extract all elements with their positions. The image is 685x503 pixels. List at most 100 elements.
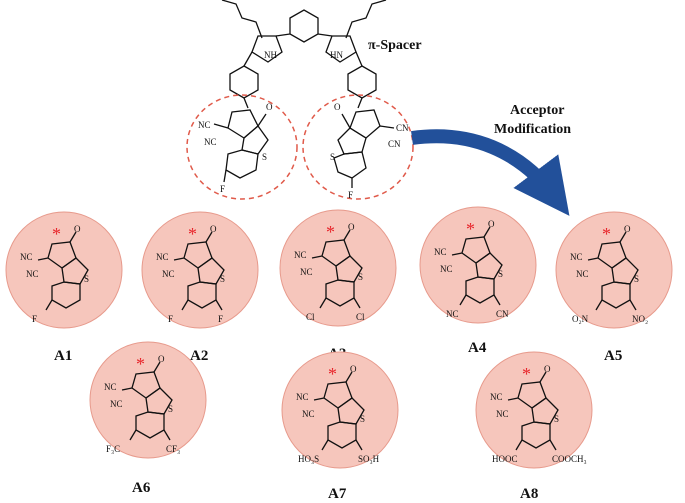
nc-label-2: NC — [576, 269, 589, 279]
red-star: * — [466, 219, 475, 239]
core-acceptor-right-pentagon — [349, 109, 381, 139]
core-cn-2: CN — [388, 139, 401, 149]
benzo-ring — [465, 276, 495, 304]
thiophene-s-label: S — [498, 269, 503, 279]
nc-label-1: NC — [104, 382, 117, 392]
thiophene-s-label: S — [554, 414, 559, 424]
acceptor-circle — [141, 211, 259, 329]
core-acceptor-right-thiophene — [337, 127, 367, 155]
thiophene-ring — [475, 252, 503, 280]
dashed-highlight-right — [302, 94, 414, 200]
acceptor-id-label: A5 — [604, 348, 622, 364]
nc-label-1: NC — [570, 252, 583, 262]
thiophene-s-label: S — [358, 272, 363, 282]
benzo-ring — [187, 281, 217, 309]
substituent-1: F₃C — [106, 444, 120, 454]
core-s-left: S — [262, 152, 267, 162]
nc-label-1: NC — [434, 247, 447, 257]
acceptor-structure — [311, 229, 363, 309]
substituent-1: F — [32, 314, 37, 324]
carbonyl-o-label: O — [74, 224, 81, 234]
thiophene-s-label: S — [360, 414, 365, 424]
carbonyl-o-label: O — [158, 354, 165, 364]
substituent-1: F — [168, 314, 173, 324]
substituent-2: CN — [496, 309, 509, 319]
benzo-ring — [521, 421, 551, 449]
substituent-1: O₂N — [572, 314, 589, 324]
benzo-ring — [327, 421, 357, 449]
substituent-2: COOCH₃ — [552, 454, 587, 464]
acceptor-circle — [279, 209, 397, 327]
core-s-right: S — [330, 152, 335, 162]
thiophene-s-label: S — [84, 274, 89, 284]
benzo-ring — [601, 281, 631, 309]
nc-label-1: NC — [296, 392, 309, 402]
acceptor-structure — [507, 371, 559, 451]
thiophene-ring — [335, 255, 363, 283]
core-molecule — [213, 0, 395, 188]
acceptor-id-label: A7 — [328, 486, 347, 502]
acceptor-id-label: A1 — [54, 348, 72, 364]
thiophene-ring — [145, 387, 173, 415]
nc-label-1: NC — [294, 250, 307, 260]
substituent-1: HO₃S — [298, 454, 319, 464]
benzo-ring — [51, 281, 81, 309]
acceptor-id-label: A2 — [190, 348, 208, 364]
substituent-1: Cl — [306, 312, 315, 322]
thiophene-ring — [531, 397, 559, 425]
nc-label-2: NC — [440, 264, 453, 274]
modification-arrow — [411, 129, 570, 216]
acceptor-structure — [313, 371, 365, 451]
core-o-right: O — [334, 102, 341, 112]
arrow-label-modification: Modification — [494, 122, 571, 137]
phenyl-right — [347, 65, 377, 99]
core-nc-1: NC — [198, 120, 211, 130]
thiophene-s-label: S — [168, 404, 173, 414]
red-star: * — [188, 224, 197, 244]
substituent-2: CF₃ — [166, 444, 180, 454]
acceptor-structure — [173, 231, 225, 311]
acceptor-id-label: A8 — [520, 486, 538, 502]
spacer-label: π-Spacer — [368, 38, 422, 53]
nc-label-2: NC — [300, 267, 313, 277]
benzo-ring — [325, 279, 355, 307]
carbonyl-o-label: O — [624, 224, 631, 234]
thiophene-ring — [197, 257, 225, 285]
nc-label-2: NC — [496, 409, 509, 419]
substituent-2: Cl — [356, 312, 365, 322]
carbonyl-o-label: O — [488, 219, 495, 229]
thiophene-ring — [61, 257, 89, 285]
substituent-2: SO₃H — [358, 454, 380, 464]
core-cn-1: CN — [396, 123, 409, 133]
carbonyl-o-label: O — [350, 364, 357, 374]
acceptor-circle — [475, 351, 593, 469]
acceptor-circle — [419, 206, 537, 324]
nc-label-2: NC — [26, 269, 39, 279]
nc-label-2: NC — [162, 269, 175, 279]
red-star: * — [136, 354, 145, 374]
acceptor-circle — [281, 351, 399, 469]
pyrrole-right — [325, 35, 357, 63]
core-nc-2: NC — [204, 137, 217, 147]
acceptor-structure — [451, 226, 503, 306]
butyl-chain-left — [221, 0, 263, 39]
acceptor-structure — [587, 231, 639, 311]
red-star: * — [522, 364, 531, 384]
thiophene-ring — [337, 397, 365, 425]
arrow-label-acceptor: Acceptor — [510, 103, 564, 118]
butyl-chain-right — [345, 0, 387, 39]
core-acceptor-left-thiophene — [241, 125, 269, 155]
substituent-2: NO₂ — [632, 314, 648, 324]
thiophene-s-label: S — [220, 274, 225, 284]
acceptor-structure — [37, 231, 89, 311]
red-star: * — [52, 224, 61, 244]
thiophene-s-label: S — [634, 274, 639, 284]
acceptor-grid: ONCNCS*FA1ONCNCS*FFA2ONCNCS*ClClA3ONCNCS… — [5, 206, 673, 502]
carbonyl-o-label: O — [348, 222, 355, 232]
